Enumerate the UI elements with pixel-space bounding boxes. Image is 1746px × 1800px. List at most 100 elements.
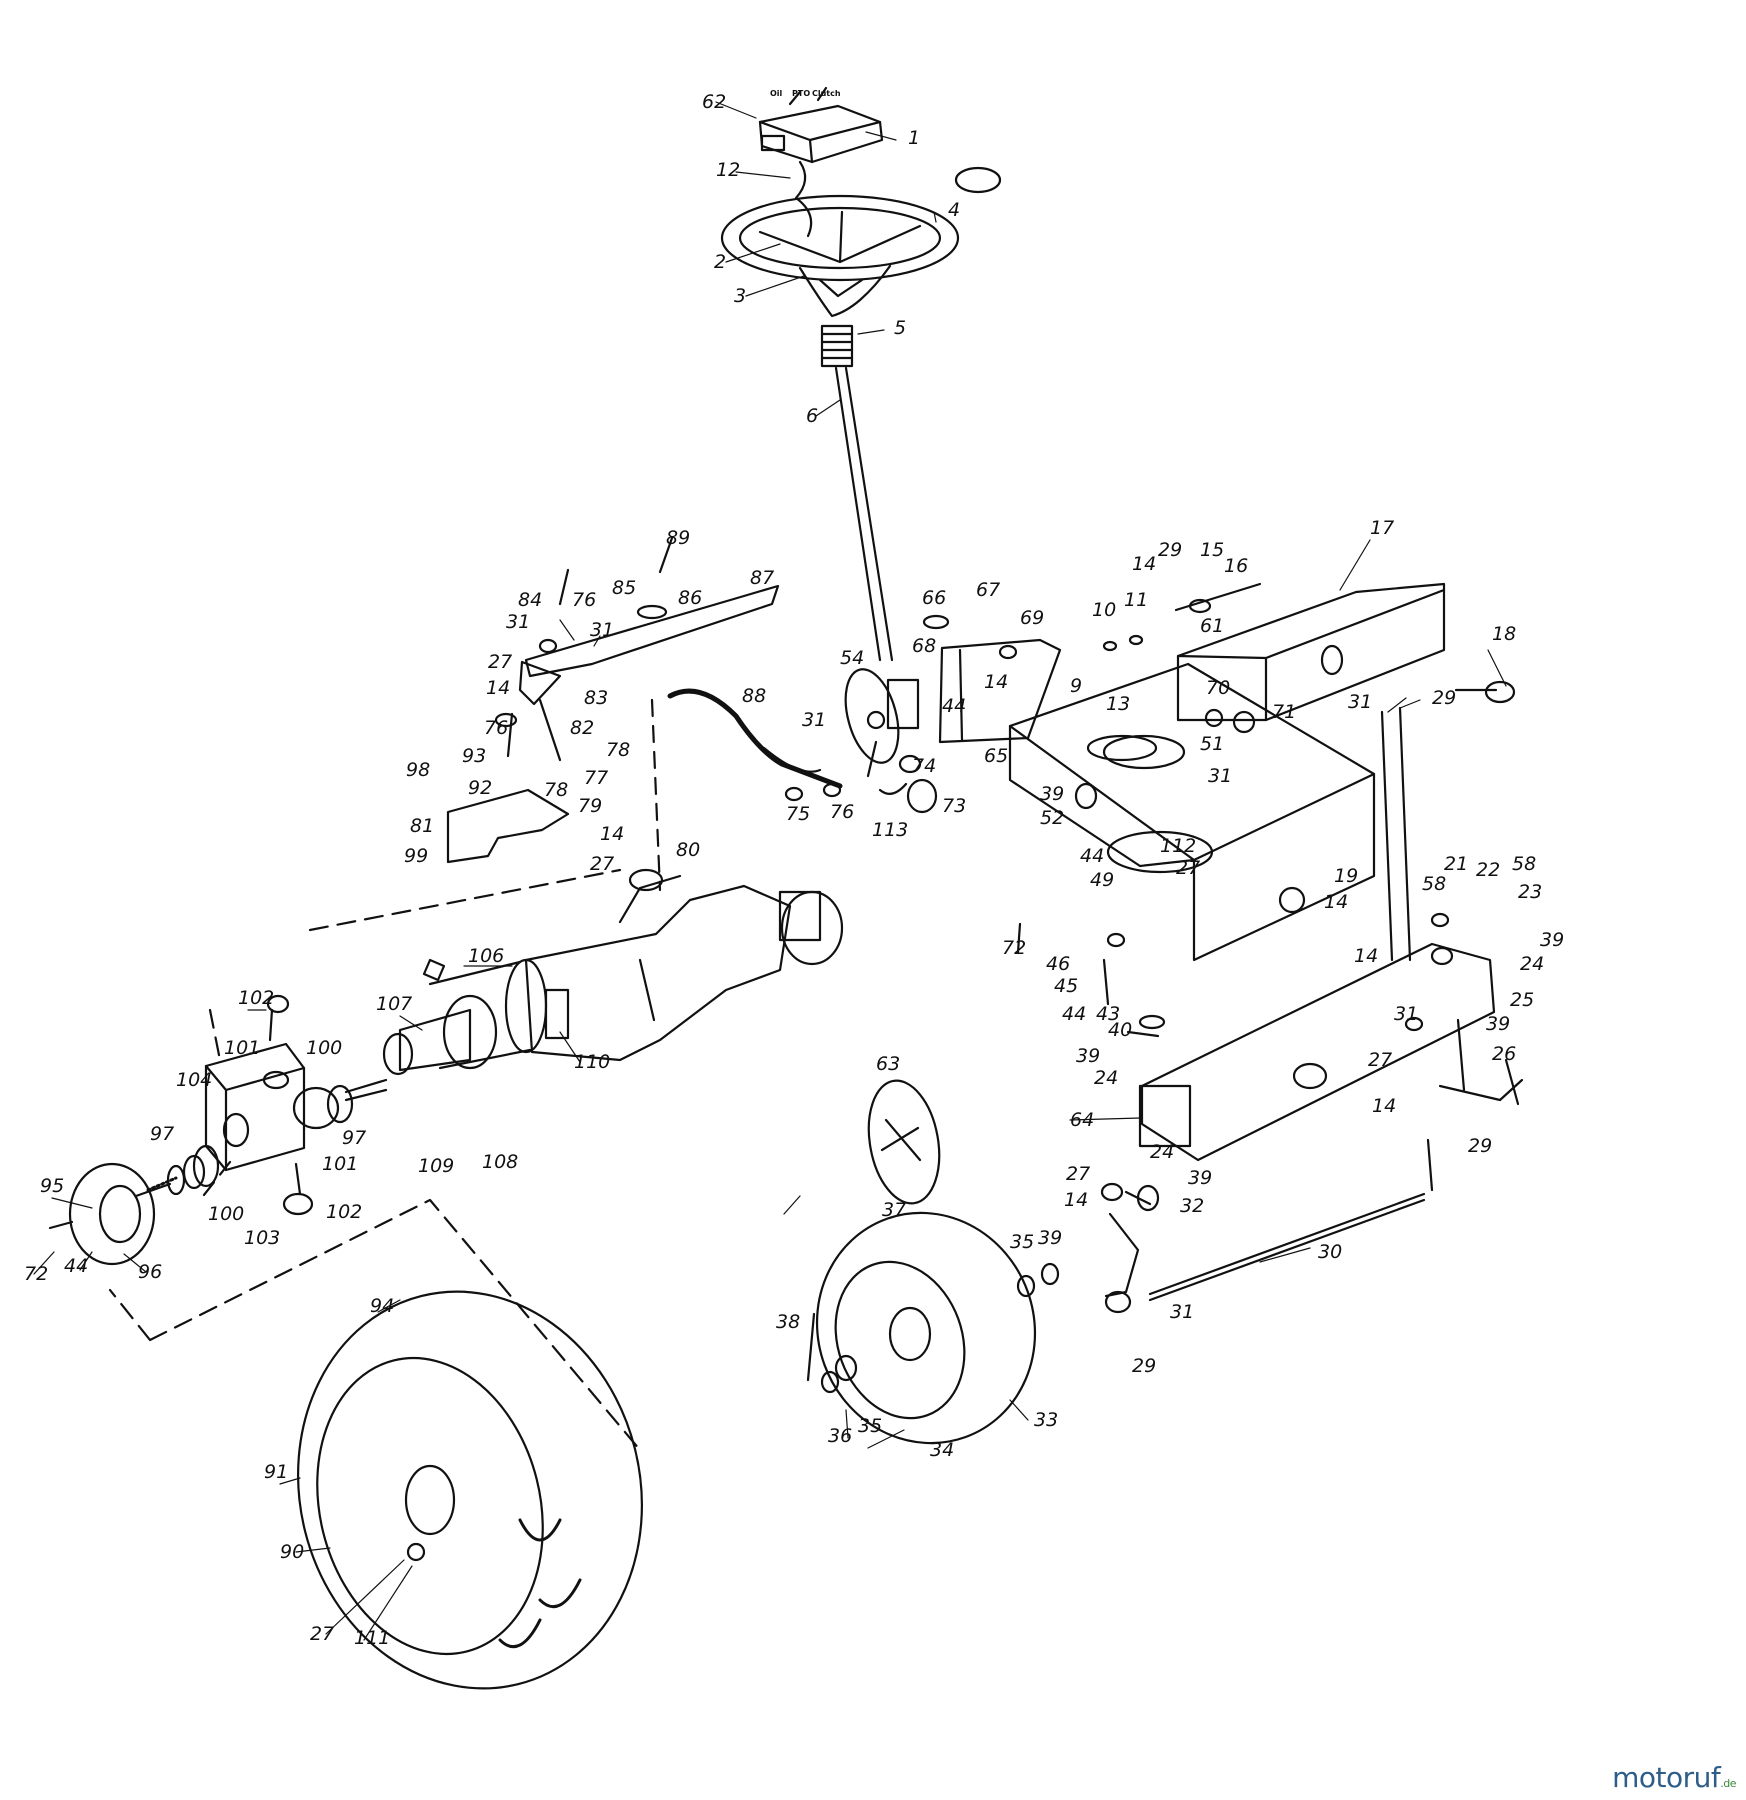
hardware [784,582,1454,1314]
part-label-31: 31 [1170,1301,1194,1323]
part-label-54: 54 [840,647,864,669]
spindle-right [1438,1018,1524,1106]
part-label-67: 67 [976,579,1000,601]
throttle-cable [667,688,843,789]
part-label-34: 34 [930,1439,954,1461]
part-label-90: 90 [280,1541,304,1563]
steering-wheel [720,194,960,318]
part-label-103: 103 [244,1227,280,1249]
drag-link [1148,1192,1426,1302]
part-label-2: 2 [714,251,726,273]
part-label-39: 39 [1486,1013,1510,1035]
gearbox [204,994,354,1216]
part-label-40: 40 [1108,1019,1132,1041]
part-label-101: 101 [322,1153,358,1175]
hubcap [867,1079,941,1205]
part-label-102: 102 [326,1201,362,1223]
part-label-62: 62 [702,91,726,113]
part-label-61: 61 [1200,615,1224,637]
part-label-95: 95 [40,1175,64,1197]
console-label-pto: PTO [792,89,810,98]
part-label-32: 32 [1180,1195,1204,1217]
part-label-80: 80 [676,839,700,861]
part-label-39: 39 [1540,929,1564,951]
pivot-bolt [1484,680,1516,704]
part-label-31: 31 [1394,1003,1418,1025]
part-label-71: 71 [1272,701,1296,723]
part-label-77: 77 [584,767,608,789]
part-label-96: 96 [138,1261,162,1283]
part-label-43: 43 [1096,1003,1120,1025]
driveshaft [344,1078,388,1102]
part-label-84: 84 [518,589,542,611]
part-label-69: 69 [1020,607,1044,629]
part-label-107: 107 [376,993,412,1015]
part-label-4: 4 [948,199,960,221]
frame-plate [1008,662,1376,962]
part-label-64: 64 [1070,1109,1094,1131]
part-label-37: 37 [882,1199,906,1221]
part-label-14: 14 [984,671,1008,693]
part-label-25: 25 [1510,989,1534,1011]
part-label-39: 39 [1188,1167,1212,1189]
part-label-27: 27 [1176,857,1200,879]
part-label-39: 39 [1040,783,1064,805]
part-label-68: 68 [912,635,936,657]
part-label-70: 70 [1206,677,1230,699]
part-label-108: 108 [482,1151,518,1173]
part-label-14: 14 [486,677,510,699]
part-label-24: 24 [1094,1067,1118,1089]
part-label-27: 27 [1368,1049,1392,1071]
part-label-15: 15 [1200,539,1224,561]
part-label-27: 27 [1066,1163,1090,1185]
part-label-76: 76 [830,801,854,823]
frame-rail [1176,582,1446,722]
part-label-29: 29 [1158,539,1182,561]
part-label-104: 104 [176,1069,212,1091]
part-label-9: 9 [1070,675,1082,697]
part-label-94: 94 [370,1295,394,1317]
part-label-23: 23 [1518,881,1542,903]
part-label-14: 14 [1372,1095,1396,1117]
part-label-81: 81 [410,815,434,837]
part-label-88: 88 [742,685,766,707]
part-label-75: 75 [786,803,810,825]
part-label-74: 74 [912,755,936,777]
part-label-73: 73 [942,795,966,817]
part-label-92: 92 [468,777,492,799]
part-label-19: 19 [1334,865,1358,887]
part-label-22: 22 [1476,859,1500,881]
part-label-58: 58 [1512,853,1536,875]
part-label-44: 44 [1062,1003,1086,1025]
transaxle [428,868,844,1070]
part-label-24: 24 [1520,953,1544,975]
front-wheel [806,1211,1037,1445]
steering-spring [820,324,854,368]
part-label-35: 35 [858,1415,882,1437]
part-label-6: 6 [806,405,818,427]
tie-rod [1380,706,1412,962]
part-label-5: 5 [894,317,906,339]
part-label-14: 14 [1132,553,1156,575]
part-label-14: 14 [1354,945,1378,967]
part-label-110: 110 [574,1051,610,1073]
part-label-82: 82 [570,717,594,739]
leader-lines [33,101,1507,1641]
part-label-76: 76 [572,589,596,611]
part-label-27: 27 [488,651,512,673]
part-label-11: 11 [1124,589,1148,611]
part-label-72: 72 [1002,937,1026,959]
part-label-18: 18 [1492,623,1516,645]
part-label-29: 29 [1468,1135,1492,1157]
part-label-106: 106 [468,945,504,967]
part-label-58: 58 [1422,873,1446,895]
wheel-hub [48,1144,220,1266]
part-label-52: 52 [1040,807,1064,829]
part-label-39: 39 [1076,1045,1100,1067]
part-label-100: 100 [208,1203,244,1225]
part-label-10: 10 [1092,599,1116,621]
part-label-31: 31 [506,611,530,633]
part-label-14: 14 [600,823,624,845]
